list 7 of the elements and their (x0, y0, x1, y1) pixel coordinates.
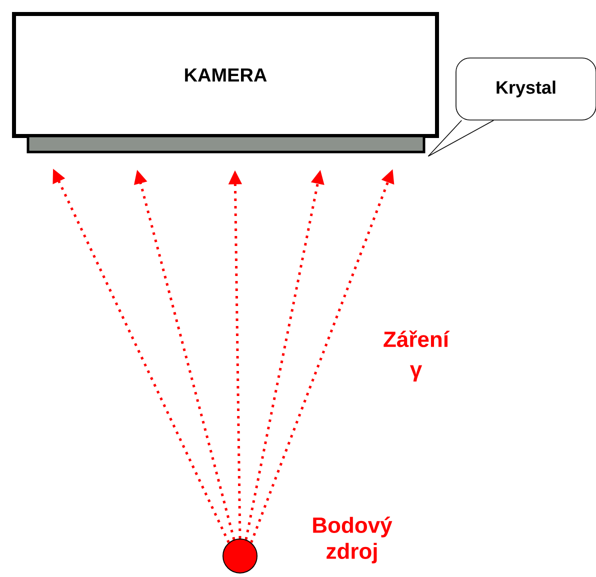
annotation-label: Záření γ (384, 330, 450, 382)
camera-box: KAMERA (12, 12, 439, 138)
leader-line (428, 120, 462, 157)
callout-bubble: Krystal (456, 58, 596, 120)
source-dot (222, 538, 258, 574)
crystal-bar (26, 134, 426, 154)
node-caption: Bodový zdroj (313, 516, 392, 564)
